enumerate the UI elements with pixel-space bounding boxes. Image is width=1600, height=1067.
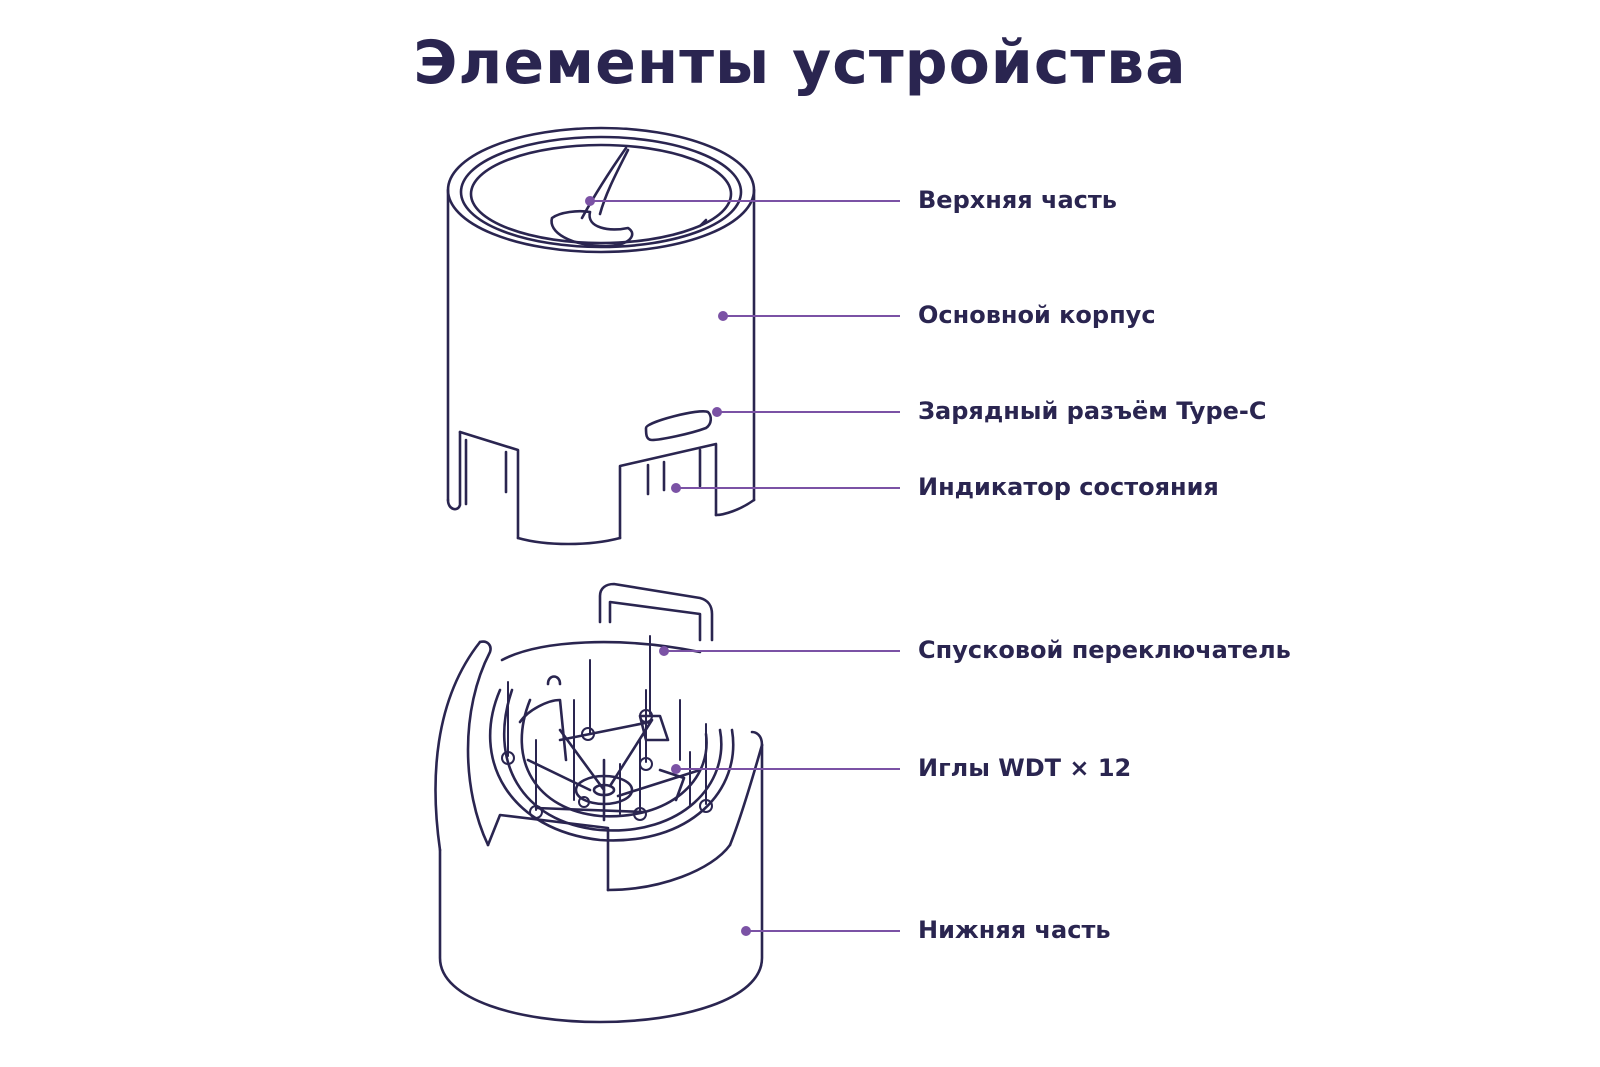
needle-mounts xyxy=(501,709,713,821)
label-charging-port: Зарядный разъём Type-C xyxy=(918,397,1267,425)
leader-trigger xyxy=(659,646,900,656)
lower-base-drawing xyxy=(434,582,764,1024)
page-title: Элементы устройства xyxy=(413,28,1187,98)
upper-body-drawing xyxy=(446,126,756,546)
leader-top xyxy=(585,196,900,206)
label-bottom-part: Нижняя часть xyxy=(918,916,1111,944)
wdt-needles xyxy=(507,635,707,815)
label-trigger-switch: Спусковой переключатель xyxy=(918,636,1291,664)
leader-indicator xyxy=(671,483,900,493)
label-wdt-needles: Иглы WDT × 12 xyxy=(918,754,1132,782)
label-top-part: Верхняя часть xyxy=(918,186,1117,214)
label-main-body: Основной корпус xyxy=(918,301,1156,329)
label-status-indicator: Индикатор состояния xyxy=(918,473,1219,501)
leader-port xyxy=(712,407,900,417)
leader-needles xyxy=(671,764,900,774)
leader-bottom xyxy=(741,926,900,936)
leader-body xyxy=(718,311,900,321)
